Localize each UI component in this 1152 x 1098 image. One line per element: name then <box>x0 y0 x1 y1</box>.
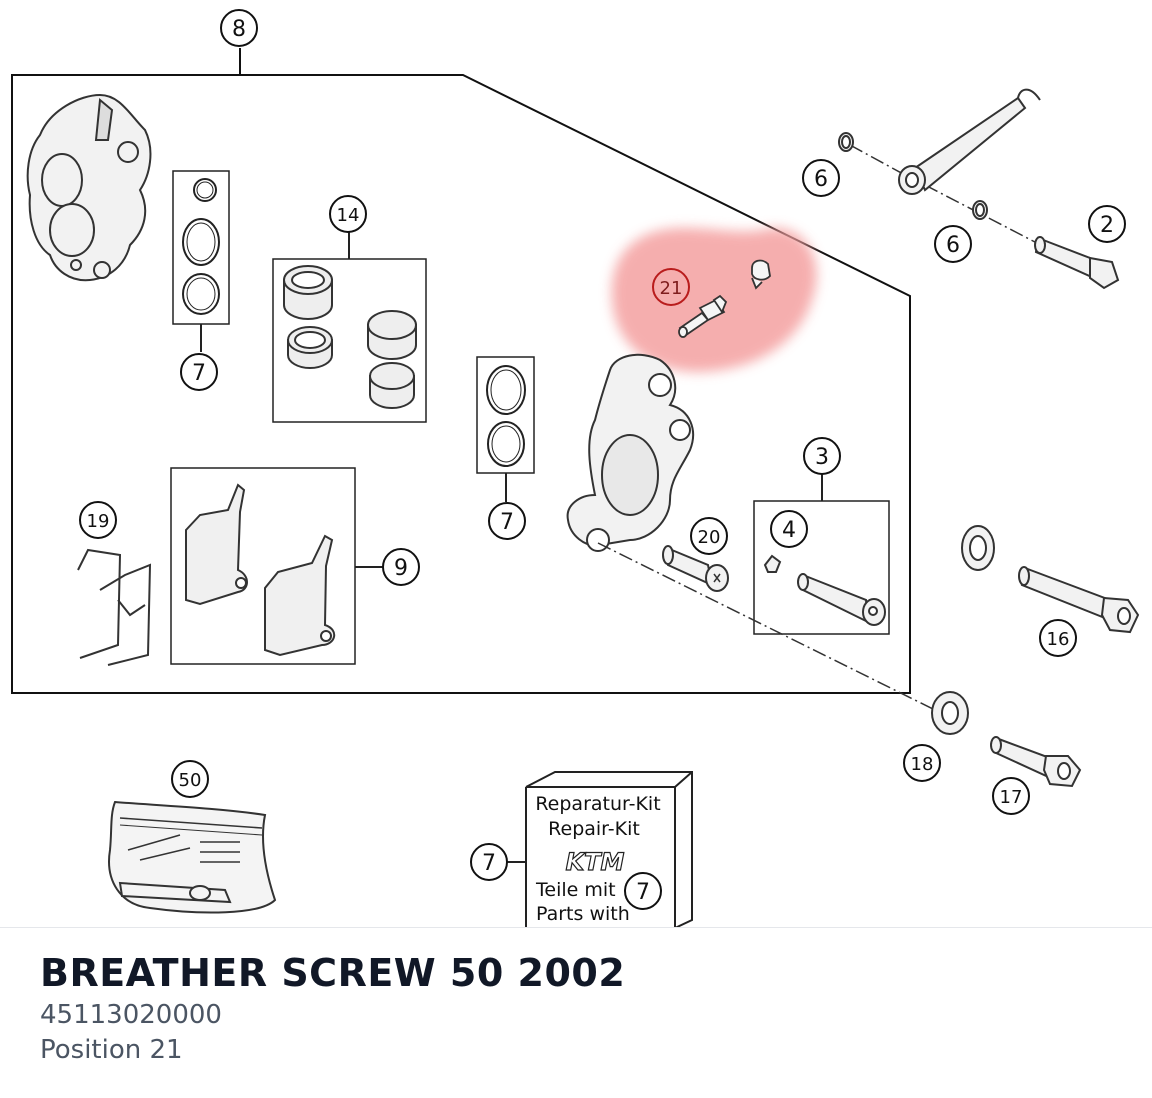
callout-labels: 8 6 6 2 14 7 7 7 7 21 3 4 20 19 9 16 18 … <box>87 17 1114 905</box>
callout-2: 2 <box>1100 213 1114 238</box>
callout-6b: 6 <box>946 233 960 258</box>
callout-3-circle <box>803 437 841 475</box>
callout-7a: 7 <box>192 361 206 386</box>
callout-16: 16 <box>1047 629 1070 650</box>
repair-kit-label-de: Reparatur-Kit <box>535 793 660 815</box>
callout-21: 21 <box>660 278 683 299</box>
bolt-20 <box>662 545 729 592</box>
brake-pad-set <box>170 467 383 665</box>
repair-kit-label-en: Repair-Kit <box>548 818 640 840</box>
repair-kit-parts-de: Teile mit <box>535 879 616 901</box>
part-number: 45113020000 <box>40 1000 222 1030</box>
ktm-logo: KTM <box>566 848 625 876</box>
brake-hose-banjo <box>838 88 1120 290</box>
caliper-housing-left <box>26 93 152 282</box>
assembly-frame <box>11 74 911 694</box>
divider <box>0 927 1152 928</box>
caliper-main <box>566 353 695 552</box>
callout-7d: 7 <box>636 880 650 905</box>
callout-6a: 6 <box>814 167 828 192</box>
callout-8-circle <box>220 9 258 47</box>
callout-17: 17 <box>1000 787 1023 808</box>
callout-6a-circle <box>802 159 840 197</box>
exploded-parts-diagram: Reparatur-Kit Repair-Kit KTM Teile mit P… <box>11 9 1140 928</box>
seal-set-middle <box>476 356 535 502</box>
repair-kit-parts-en: Parts with <box>536 903 630 925</box>
bolt-17-washer-18 <box>931 691 1082 788</box>
callout-7a-circle <box>180 353 218 391</box>
callout-7b: 7 <box>500 510 514 535</box>
callout-18-circle <box>903 744 941 782</box>
part-name: BREATHER SCREW 50 2002 <box>40 951 626 995</box>
callout-50-circle <box>171 760 209 798</box>
callout-6b-circle <box>934 225 972 263</box>
callout-19: 19 <box>87 511 110 532</box>
callout-14-circle <box>329 195 367 233</box>
callout-14: 14 <box>337 205 360 226</box>
part-info: BREATHER SCREW 50 2002 45113020000 Posit… <box>40 948 625 1068</box>
callout-20: 20 <box>698 527 721 548</box>
breather-screws <box>678 259 771 338</box>
pad-spring <box>77 548 152 666</box>
callout-19-circle <box>79 501 117 539</box>
callout-4-circle <box>770 510 808 548</box>
callout-8: 8 <box>232 17 246 42</box>
callout-18: 18 <box>911 754 934 775</box>
callout-7c: 7 <box>482 851 496 876</box>
callout-group <box>79 9 1126 910</box>
grease-pack <box>108 800 277 914</box>
bolt-16 <box>961 525 1140 634</box>
callout-7c-circle <box>470 843 508 881</box>
callout-9: 9 <box>394 556 408 581</box>
callout-20-circle <box>690 517 728 555</box>
repair-kit-box <box>505 771 693 928</box>
guide-pin-kit <box>753 474 890 635</box>
callout-50: 50 <box>179 770 202 791</box>
callout-4: 4 <box>782 518 796 543</box>
part-position: Position 21 <box>40 1035 183 1065</box>
callout-7d-circle <box>624 872 662 910</box>
callout-9-circle <box>382 548 420 586</box>
piston-set <box>272 232 427 423</box>
callout-17-circle <box>992 777 1030 815</box>
callout-16-circle <box>1039 619 1077 657</box>
seal-set-left <box>172 170 230 352</box>
callout-21-circle <box>652 268 690 306</box>
callout-7b-circle <box>488 502 526 540</box>
callout-2-circle <box>1088 205 1126 243</box>
callout-3: 3 <box>815 445 829 470</box>
